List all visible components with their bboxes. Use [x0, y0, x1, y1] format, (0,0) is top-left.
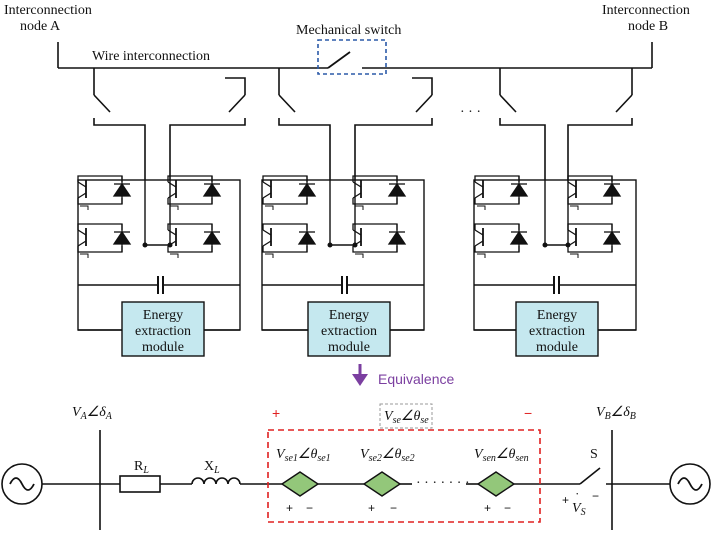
vse2-plus: +: [368, 501, 375, 515]
vs-plus: +: [562, 493, 569, 507]
inductor-xl: [191, 477, 241, 485]
resistor-rl: [119, 475, 161, 493]
node-a-label-line2: node A: [20, 19, 61, 34]
igbt-switch-icon: [167, 223, 222, 258]
energy-module-box-1: Energy extraction module: [121, 301, 205, 357]
vse1-label: Vse1∠θse1: [276, 447, 331, 464]
vs-label: VS: [572, 501, 586, 518]
wire-interconnection-label: Wire interconnection: [92, 49, 210, 64]
vb-label: VB∠δB: [596, 405, 636, 422]
equivalence-label: Equivalence: [378, 371, 454, 387]
voltage-source-n: [476, 471, 516, 497]
boundary-minus-sign: −: [524, 405, 532, 421]
dotted-continuation: · · · · · · ·: [416, 476, 470, 491]
vse2-label: Vse2∠θse2: [360, 447, 415, 464]
energy-module-box-2: Energy extraction module: [307, 301, 391, 357]
mechanical-switch-label: Mechanical switch: [296, 23, 401, 38]
mechanical-switch-contact: [327, 51, 351, 69]
voltage-source-2: [362, 471, 402, 497]
switch-s-label: S: [590, 447, 598, 462]
igbt-switch-icon: [352, 175, 407, 210]
vs-dot: ˙: [574, 491, 579, 506]
module-label-line2: extraction: [321, 324, 377, 339]
vse2-minus: −: [390, 501, 397, 515]
igbt-switch-icon: [77, 223, 132, 258]
igbt-switch-icon: [567, 175, 622, 210]
module-label-line3: module: [328, 340, 370, 355]
vse1-minus: −: [306, 501, 313, 515]
vsen-plus: +: [484, 501, 491, 515]
igbt-switch-icon: [567, 223, 622, 258]
igbt-switch-icon: [77, 175, 132, 210]
mechanical-switch-box: [317, 39, 387, 75]
vse1-plus: +: [286, 501, 293, 515]
node-b-label-line2: node B: [628, 19, 668, 34]
energy-module-box-3: Energy extraction module: [515, 301, 599, 357]
voltage-source-1: [280, 471, 320, 497]
node-a-label-line1: Interconnection: [4, 3, 92, 18]
module-label-line1: Energy: [537, 308, 577, 323]
ac-source-right: [669, 463, 711, 505]
module-label-line2: extraction: [135, 324, 191, 339]
module-label-line3: module: [142, 340, 184, 355]
vsen-label: Vsen∠θsen: [474, 447, 529, 464]
igbt-switch-icon: [262, 223, 317, 258]
module-label-line3: module: [536, 340, 578, 355]
vs-minus: −: [592, 489, 599, 503]
switch-s-contact: [579, 467, 601, 485]
xl-label: XL: [204, 459, 220, 476]
module-label-line2: extraction: [529, 324, 585, 339]
igbt-switch-icon: [474, 223, 529, 258]
ellipsis-dots: · · ·: [460, 105, 481, 120]
module-label-line1: Energy: [143, 308, 183, 323]
equivalence-arrow-icon: [352, 364, 368, 386]
rl-label: RL: [134, 459, 149, 476]
igbt-switch-icon: [352, 223, 407, 258]
va-label: VA∠δA: [72, 405, 113, 422]
igbt-switch-icon: [474, 175, 529, 210]
igbt-switch-icon: [167, 175, 222, 210]
vse-label-box: [379, 403, 433, 429]
node-b-label-line1: Interconnection: [602, 3, 690, 18]
module-label-line1: Energy: [329, 308, 369, 323]
series-sources-boundary: [267, 429, 541, 523]
vsen-minus: −: [504, 501, 511, 515]
boundary-plus-sign: +: [272, 405, 280, 421]
igbt-switch-icon: [262, 175, 317, 210]
module-2: [261, 179, 425, 331]
vse-label: Vse∠θse: [384, 409, 429, 426]
